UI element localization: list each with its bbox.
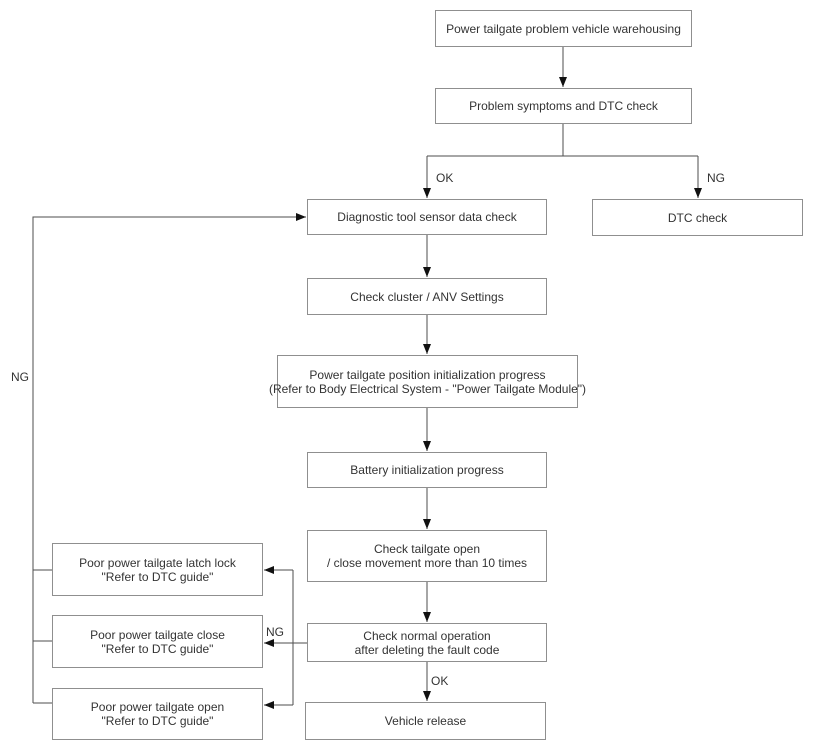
edge-ng-feedback-loop xyxy=(32,213,306,703)
node-sensor-check: Diagnostic tool sensor data check xyxy=(307,199,547,235)
node-poor-latch-lock: Poor power tailgate latch lock "Refer to… xyxy=(52,543,263,596)
node-poor-latch-lock-line2: "Refer to DTC guide" xyxy=(101,569,214,584)
node-position-init: Power tailgate position initialization p… xyxy=(269,355,586,408)
node-poor-open-line1: Poor power tailgate open xyxy=(90,700,225,714)
node-symptoms: Problem symptoms and DTC check xyxy=(435,88,692,124)
node-vehicle-release-label: Vehicle release xyxy=(384,714,467,728)
node-poor-close: Poor power tailgate close "Refer to DTC … xyxy=(52,615,263,668)
node-cluster-settings: Check cluster / ANV Settings xyxy=(307,278,547,315)
node-battery-init: Battery initialization progress xyxy=(307,452,547,488)
node-position-init-line2: (Refer to Body Electrical System - "Powe… xyxy=(268,381,587,396)
edge-label-ng-top: NG xyxy=(707,171,725,185)
node-warehousing: Power tailgate problem vehicle warehousi… xyxy=(435,10,692,47)
node-normal-operation: Check normal operation after deleting th… xyxy=(307,623,547,662)
node-open-close-check-line1: Check tailgate open xyxy=(373,542,481,556)
node-sensor-check-label: Diagnostic tool sensor data check xyxy=(337,210,517,224)
node-poor-latch-lock-line1: Poor power tailgate latch lock xyxy=(79,555,236,570)
node-dtc-check-label: DTC check xyxy=(667,210,728,225)
edge-label-ng-mid: NG xyxy=(266,625,284,639)
node-position-init-line1: Power tailgate position initialization p… xyxy=(309,367,546,382)
node-normal-operation-line1: Check normal operation xyxy=(363,628,491,643)
node-poor-close-line1: Poor power tailgate close xyxy=(90,627,225,642)
node-vehicle-release: Vehicle release xyxy=(305,702,546,740)
node-warehousing-label: Power tailgate problem vehicle warehousi… xyxy=(446,21,681,36)
node-poor-close-line2: "Refer to DTC guide" xyxy=(101,641,214,656)
node-battery-init-label: Battery initialization progress xyxy=(350,463,504,477)
node-dtc-check: DTC check xyxy=(592,199,803,236)
node-normal-operation-line2: after deleting the fault code xyxy=(354,642,500,657)
node-poor-open-line2: "Refer to DTC guide" xyxy=(101,714,214,728)
node-symptoms-label: Problem symptoms and DTC check xyxy=(469,99,658,113)
edge-label-ok-bottom: OK xyxy=(431,674,448,688)
edge-label-ok-top: OK xyxy=(436,171,453,185)
node-poor-open: Poor power tailgate open "Refer to DTC g… xyxy=(52,688,263,740)
node-open-close-check-line2: / close movement more than 10 times xyxy=(326,556,528,570)
node-open-close-check: Check tailgate open / close movement mor… xyxy=(307,530,547,582)
edge-label-ng-left: NG xyxy=(11,370,29,384)
node-cluster-settings-label: Check cluster / ANV Settings xyxy=(350,289,504,304)
